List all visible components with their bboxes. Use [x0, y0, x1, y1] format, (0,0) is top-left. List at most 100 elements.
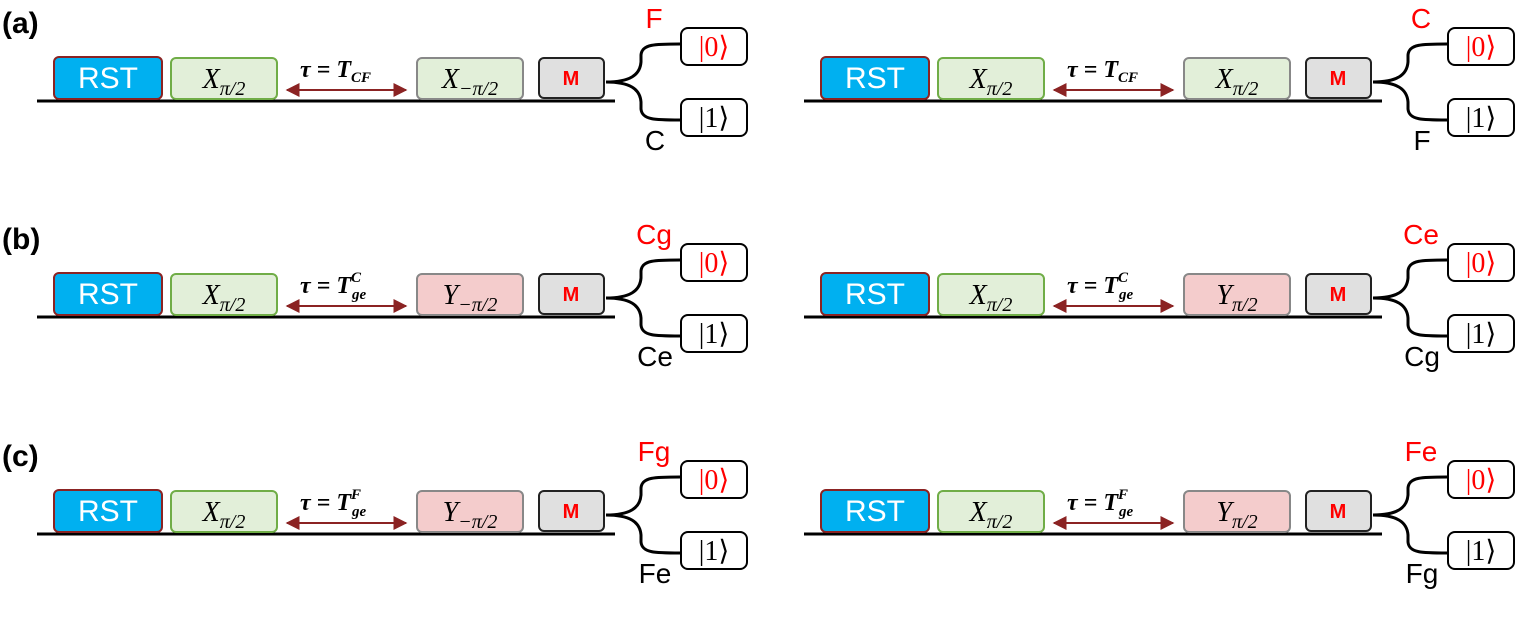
measurement-label: M	[563, 68, 580, 90]
ket-zero-label: |0⟩	[1466, 248, 1497, 279]
ket-one-box	[1447, 98, 1515, 137]
ket-zero-box	[680, 460, 748, 499]
first-pulse-gate	[170, 57, 278, 100]
bottom-outcome-label: Cg	[1404, 341, 1440, 372]
ket-zero-box	[680, 243, 748, 282]
first-pulse-gate	[170, 490, 278, 533]
bottom-outcome-label: Fg	[1406, 558, 1439, 589]
reset-label: RST	[78, 495, 138, 528]
first-gate-label: Xπ/2	[202, 64, 246, 100]
ket-zero-box	[1447, 243, 1515, 282]
delay-label: τ = TCF	[300, 57, 371, 86]
reset-label: RST	[845, 278, 905, 311]
ket-zero-label: |0⟩	[699, 465, 730, 496]
first-gate-label: Xπ/2	[969, 497, 1013, 533]
first-pulse-gate	[937, 273, 1045, 316]
measurement-label: M	[1330, 68, 1347, 90]
circuit-0-0: RST Xπ/2 τ = TCF X−π/2 M |0⟩ |1⟩ F C	[37, 3, 748, 156]
top-outcome-label: Ce	[1403, 219, 1439, 250]
ket-zero-box	[1447, 27, 1515, 66]
ket-one-box	[680, 314, 748, 353]
ket-one-label: |1⟩	[1466, 103, 1497, 134]
outcome-brace	[1372, 475, 1448, 555]
reset-box	[820, 272, 930, 316]
measurement-label: M	[1330, 501, 1347, 523]
first-pulse-gate	[937, 490, 1045, 533]
reset-box	[53, 272, 163, 316]
top-outcome-label: Cg	[636, 219, 672, 250]
panel-label: (a)	[2, 7, 39, 40]
ket-zero-label: |0⟩	[1466, 465, 1497, 496]
reset-label: RST	[78, 62, 138, 95]
measurement-label: M	[1330, 284, 1347, 306]
ket-zero-label: |0⟩	[699, 32, 730, 63]
ket-one-label: |1⟩	[1466, 536, 1497, 567]
measurement-box	[1305, 273, 1372, 315]
second-pulse-gate	[1183, 490, 1291, 533]
ket-one-label: |1⟩	[1466, 319, 1497, 350]
first-gate-label: Xπ/2	[202, 280, 246, 316]
second-gate-label: Xπ/2	[1215, 64, 1259, 100]
first-pulse-gate	[937, 57, 1045, 100]
ket-one-label: |1⟩	[699, 103, 730, 134]
ket-one-box	[680, 98, 748, 137]
outcome-brace	[605, 258, 681, 338]
top-outcome-label: F	[645, 3, 662, 34]
measurement-label: M	[563, 284, 580, 306]
bottom-outcome-label: Ce	[637, 341, 673, 372]
second-pulse-gate	[416, 273, 524, 316]
first-gate-label: Xπ/2	[969, 280, 1013, 316]
outcome-brace	[1372, 42, 1448, 122]
second-pulse-gate	[1183, 57, 1291, 100]
bottom-outcome-label: Fe	[639, 558, 672, 589]
ket-one-label: |1⟩	[699, 536, 730, 567]
second-gate-label: Yπ/2	[1216, 497, 1257, 533]
measurement-box	[538, 57, 605, 99]
reset-box	[820, 489, 930, 533]
ket-one-box	[1447, 531, 1515, 570]
second-gate-label: Y−π/2	[443, 497, 498, 533]
second-gate-label: X−π/2	[441, 64, 498, 100]
first-gate-label: Xπ/2	[969, 64, 1013, 100]
first-gate-label: Xπ/2	[202, 497, 246, 533]
ket-one-box	[1447, 314, 1515, 353]
second-pulse-gate	[416, 490, 524, 533]
top-outcome-label: C	[1411, 3, 1431, 34]
top-outcome-label: Fg	[638, 436, 671, 467]
ket-zero-box	[680, 27, 748, 66]
outcome-brace	[605, 475, 681, 555]
measurement-box	[1305, 57, 1372, 99]
ket-one-label: |1⟩	[699, 319, 730, 350]
ket-zero-label: |0⟩	[1466, 32, 1497, 63]
measurement-box	[538, 490, 605, 532]
outcome-brace	[1372, 258, 1448, 338]
first-pulse-gate	[170, 273, 278, 316]
reset-label: RST	[845, 495, 905, 528]
outcome-brace	[605, 42, 681, 122]
delay-label: τ = TCF	[1067, 57, 1138, 86]
measurement-box	[1305, 490, 1372, 532]
reset-box	[820, 56, 930, 100]
reset-box	[53, 56, 163, 100]
ket-zero-label: |0⟩	[699, 248, 730, 279]
panel-label: (b)	[2, 223, 40, 256]
second-pulse-gate	[1183, 273, 1291, 316]
measurement-box	[538, 273, 605, 315]
ket-zero-box	[1447, 460, 1515, 499]
bottom-outcome-label: F	[1413, 125, 1430, 156]
second-gate-label: Yπ/2	[1216, 280, 1257, 316]
bottom-outcome-label: C	[645, 125, 665, 156]
second-pulse-gate	[416, 57, 524, 100]
measurement-label: M	[563, 501, 580, 523]
ket-one-box	[680, 531, 748, 570]
